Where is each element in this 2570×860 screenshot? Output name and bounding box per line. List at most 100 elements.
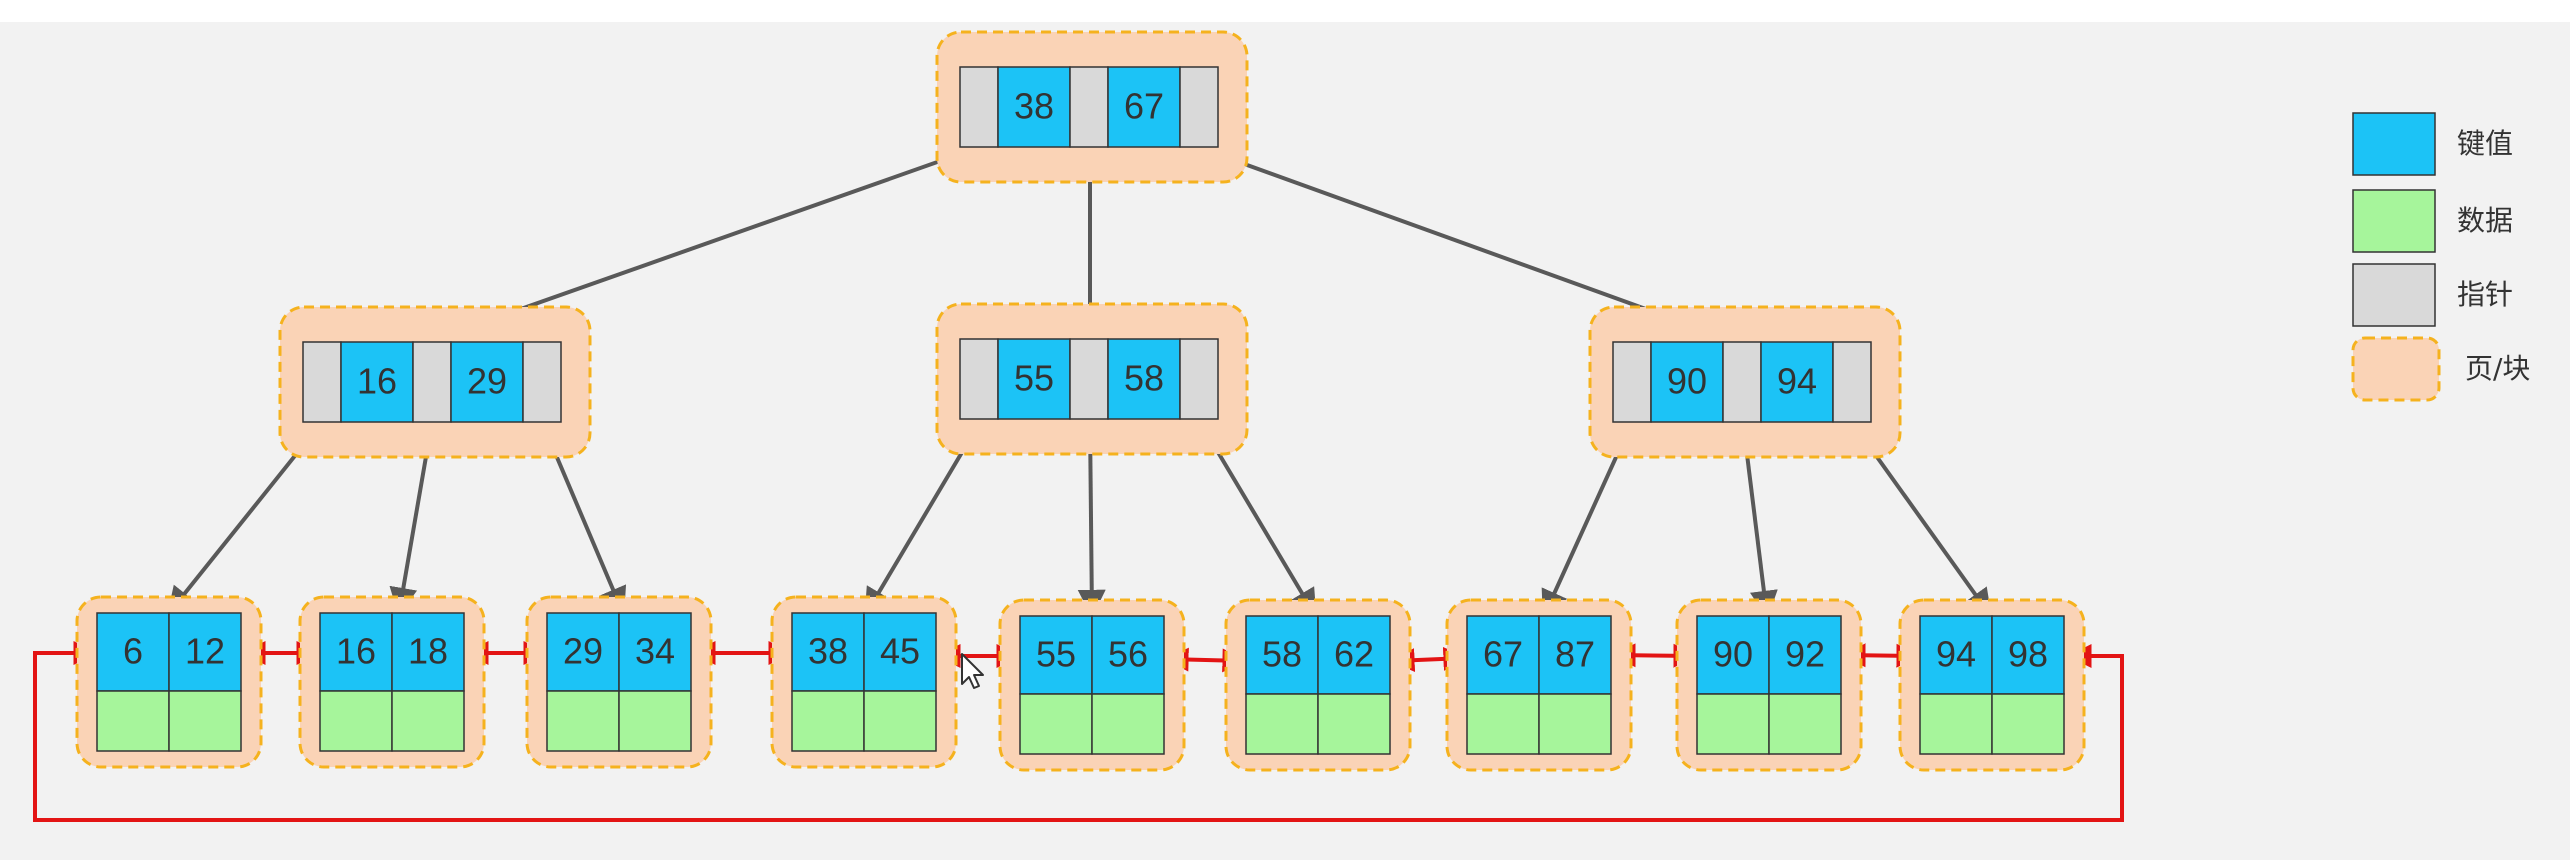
tree-edges xyxy=(167,146,1992,619)
key-label: 67 xyxy=(1483,634,1523,675)
legend-item-page: 页/块 xyxy=(2351,336,2530,402)
leaf-node: 55 56 xyxy=(998,598,1186,772)
leaf-node: 29 34 xyxy=(525,595,713,769)
key-label: 55 xyxy=(1036,634,1076,675)
data-cell xyxy=(1317,693,1391,755)
key-cell xyxy=(997,338,1071,420)
data-cell xyxy=(1696,693,1770,755)
key-label: 16 xyxy=(357,361,397,402)
key-label: 34 xyxy=(635,631,675,672)
legend-swatch-key xyxy=(2352,112,2436,176)
pointer-cell xyxy=(1069,66,1109,148)
key-label: 92 xyxy=(1785,634,1825,675)
key-label: 56 xyxy=(1108,634,1148,675)
internal-node: 55 58 xyxy=(935,302,1249,456)
key-cell xyxy=(1107,338,1181,420)
data-cell xyxy=(1919,693,1993,755)
data-cell xyxy=(1245,693,1319,755)
legend: 键值 数据 指针 页/块 xyxy=(2351,112,2530,402)
key-label: 55 xyxy=(1014,358,1054,399)
pointer-cell xyxy=(959,66,999,148)
data-cell xyxy=(1991,693,2065,755)
key-cell xyxy=(1107,66,1181,148)
legend-item-pointer: 指针 xyxy=(2352,263,2513,327)
key-label: 18 xyxy=(408,631,448,672)
pointer-cell xyxy=(1612,341,1652,423)
legend-label: 键值 xyxy=(2457,127,2513,160)
key-label: 45 xyxy=(880,631,920,672)
key-label: 67 xyxy=(1124,86,1164,127)
key-cell xyxy=(1317,615,1391,695)
mouse-cursor-icon xyxy=(961,653,984,689)
key-cell xyxy=(1019,615,1093,695)
legend-label: 数据 xyxy=(2457,204,2513,237)
leaf-node: 67 87 xyxy=(1445,598,1633,772)
key-label: 58 xyxy=(1262,634,1302,675)
pointer-cell xyxy=(302,341,342,423)
legend-swatch-pointer xyxy=(2352,263,2436,327)
data-cell xyxy=(391,690,465,752)
key-cell xyxy=(168,612,242,692)
legend-label: 指针 xyxy=(2457,278,2513,311)
leaf-node: 38 45 xyxy=(770,595,958,769)
data-cell xyxy=(863,690,937,752)
leaf-node: 90 92 xyxy=(1675,598,1863,772)
data-cell xyxy=(1466,693,1540,755)
data-cell xyxy=(1091,693,1165,755)
pointer-cell xyxy=(1179,338,1219,420)
key-label: 12 xyxy=(185,631,225,672)
legend-item-key: 键值 xyxy=(2352,112,2513,176)
key-label: 90 xyxy=(1713,634,1753,675)
key-label: 58 xyxy=(1124,358,1164,399)
pointer-cell xyxy=(1722,341,1762,423)
key-label: 38 xyxy=(808,631,848,672)
data-cell xyxy=(1768,693,1842,755)
pointer-cell xyxy=(522,341,562,423)
key-label: 6 xyxy=(123,631,143,672)
data-cell xyxy=(319,690,393,752)
key-cell xyxy=(863,612,937,692)
data-cell xyxy=(1019,693,1093,755)
key-label: 62 xyxy=(1334,634,1374,675)
tree-edge-arrow xyxy=(1077,421,1106,618)
data-cell xyxy=(546,690,620,752)
tree-edge-arrow xyxy=(1198,420,1317,618)
key-label: 94 xyxy=(1777,361,1817,402)
key-label: 90 xyxy=(1667,361,1707,402)
key-label: 98 xyxy=(2008,634,2048,675)
data-cell xyxy=(1538,693,1612,755)
key-cell xyxy=(1091,615,1165,695)
leaf-node: 16 18 xyxy=(298,595,486,769)
key-cell xyxy=(1919,615,1993,695)
data-cell xyxy=(618,690,692,752)
key-cell xyxy=(1245,615,1319,695)
key-cell xyxy=(1760,341,1834,423)
data-cell xyxy=(791,690,865,752)
data-cell xyxy=(168,690,242,752)
pointer-cell xyxy=(959,338,999,420)
pointer-cell xyxy=(1069,338,1109,420)
legend-swatch-data xyxy=(2352,189,2436,253)
legend-label: 页/块 xyxy=(2465,352,2530,385)
pointer-cell xyxy=(412,341,452,423)
pointer-cell xyxy=(1832,341,1872,423)
key-cell xyxy=(1696,615,1770,695)
key-label: 38 xyxy=(1014,86,1054,127)
key-label: 29 xyxy=(467,361,507,402)
key-label: 29 xyxy=(563,631,603,672)
pointer-cell xyxy=(1179,66,1219,148)
legend-swatch-page xyxy=(2351,336,2441,402)
leaf-node: 6 12 xyxy=(75,595,263,769)
internal-node: 90 94 xyxy=(1588,305,1902,459)
leaf-node: 58 62 xyxy=(1224,598,1412,772)
key-label: 94 xyxy=(1936,634,1976,675)
leaf-wraparound-link xyxy=(33,641,2124,822)
legend-item-data: 数据 xyxy=(2352,189,2513,253)
key-label: 16 xyxy=(336,631,376,672)
internal-node: 16 29 xyxy=(278,305,592,459)
root-node: 38 67 xyxy=(935,30,1249,184)
key-cell xyxy=(340,341,414,423)
key-label: 87 xyxy=(1555,634,1595,675)
key-cell xyxy=(1991,615,2065,695)
